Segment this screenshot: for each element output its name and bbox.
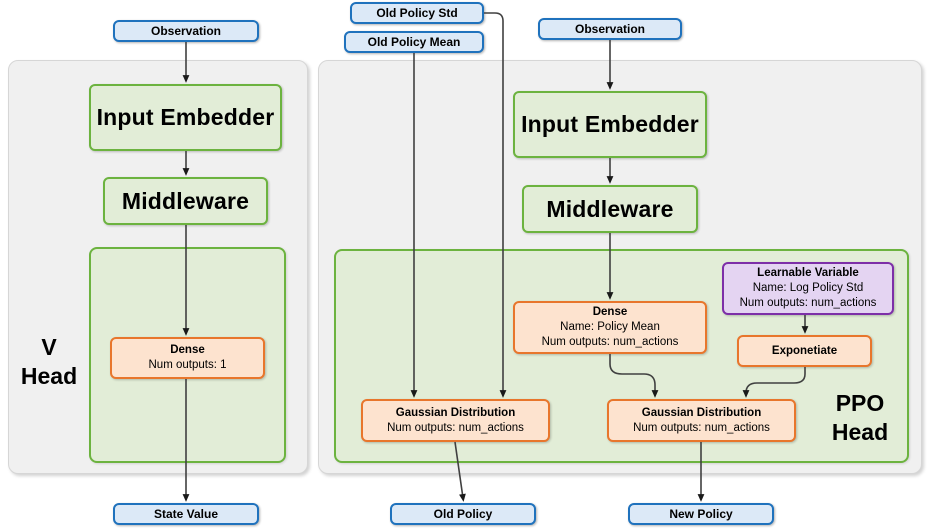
input-observation-v-label: Observation (150, 24, 222, 38)
ppo-middleware-node[interactable]: Middleware (522, 185, 698, 233)
ppo-gaussian-new-title: Gaussian Distribution (641, 406, 762, 419)
ppo-middleware-label: Middleware (546, 195, 674, 222)
output-old-policy[interactable]: Old Policy (390, 503, 536, 525)
ppo-learnable-variable-sub2: Num outputs: num_actions (739, 297, 877, 309)
ppo-gaussian-new-sub1: Num outputs: num_actions (633, 421, 770, 434)
ppo-dense-title: Dense (592, 306, 628, 318)
v-dense-title: Dense (170, 344, 205, 356)
ppo-input-embedder-node[interactable]: Input Embedder (513, 91, 707, 158)
ppo-learnable-variable-title: Learnable Variable (757, 267, 859, 279)
ppo-head-caption-line2: Head (831, 419, 889, 445)
v-input-embedder-node[interactable]: Input Embedder (89, 84, 282, 151)
ppo-input-embedder-label: Input Embedder (521, 111, 699, 137)
output-new-policy[interactable]: New Policy (628, 503, 774, 525)
v-head-caption: V Head (14, 333, 84, 391)
ppo-head-caption-line1: PPO (835, 390, 885, 416)
output-new-policy-label: New Policy (669, 507, 733, 521)
ppo-exponetiate-title: Exponetiate (771, 344, 838, 357)
output-state-value[interactable]: State Value (113, 503, 259, 525)
v-middleware-node[interactable]: Middleware (103, 177, 268, 225)
ppo-dense-sub1: Name: Policy Mean (560, 321, 660, 333)
ppo-gaussian-old-sub1: Num outputs: num_actions (387, 421, 524, 434)
ppo-gaussian-old-title: Gaussian Distribution (395, 406, 516, 419)
ppo-exponetiate-node[interactable]: Exponetiate (737, 335, 872, 367)
v-middleware-label: Middleware (121, 187, 250, 214)
v-dense-node[interactable]: Dense Num outputs: 1 (110, 337, 265, 379)
input-observation-ppo-label: Observation (574, 22, 646, 36)
ppo-learnable-variable-sub1: Name: Log Policy Std (752, 282, 864, 294)
ppo-dense-policy-mean-node[interactable]: Dense Name: Policy Mean Num outputs: num… (513, 301, 707, 354)
input-old-policy-std[interactable]: Old Policy Std (350, 2, 484, 24)
input-old-policy-std-label: Old Policy Std (376, 6, 458, 20)
v-head-caption-line2: Head (20, 363, 78, 389)
v-input-embedder-label: Input Embedder (96, 104, 275, 130)
ppo-head-caption: PPO Head (820, 389, 900, 447)
input-observation-ppo[interactable]: Observation (538, 18, 682, 40)
output-state-value-label: State Value (153, 507, 219, 521)
ppo-gaussian-new-node[interactable]: Gaussian Distribution Num outputs: num_a… (607, 399, 796, 442)
v-dense-sub1: Num outputs: 1 (148, 359, 227, 371)
output-old-policy-label: Old Policy (433, 507, 493, 521)
input-old-policy-mean-label: Old Policy Mean (367, 35, 461, 49)
ppo-gaussian-old-node[interactable]: Gaussian Distribution Num outputs: num_a… (361, 399, 550, 442)
ppo-dense-sub2: Num outputs: num_actions (541, 336, 679, 348)
ppo-learnable-variable-node[interactable]: Learnable Variable Name: Log Policy Std … (722, 262, 894, 315)
input-observation-v[interactable]: Observation (113, 20, 259, 42)
v-head-caption-line1: V (41, 334, 57, 360)
input-old-policy-mean[interactable]: Old Policy Mean (344, 31, 484, 53)
